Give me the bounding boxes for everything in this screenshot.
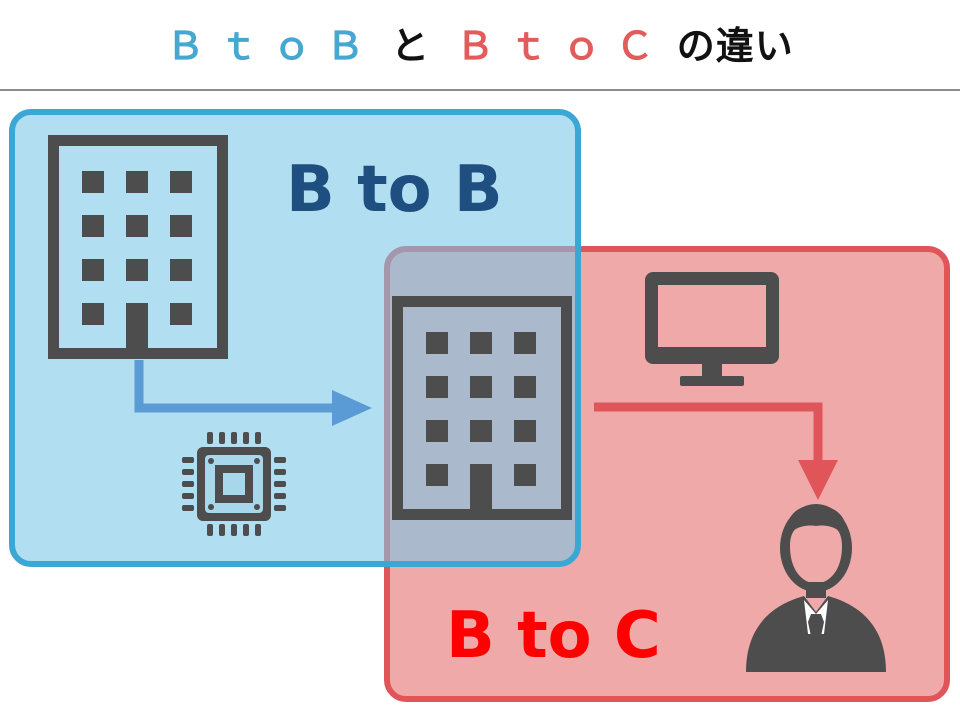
chip-icon bbox=[182, 432, 286, 536]
person-icon bbox=[746, 504, 886, 672]
title-suffix: の違い bbox=[676, 24, 794, 68]
title-connector: と bbox=[390, 24, 430, 68]
btob-label: B to B bbox=[286, 153, 503, 227]
btoc-flow-arrow bbox=[594, 402, 838, 500]
title-btoc: Ｂ ｔ ｏ Ｃ bbox=[456, 24, 655, 68]
building-icon bbox=[392, 296, 572, 520]
page-title: Ｂ ｔ ｏ Ｂ と Ｂ ｔ ｏ Ｃ の違い bbox=[0, 22, 960, 70]
building-icon bbox=[48, 135, 228, 359]
title-divider bbox=[0, 89, 960, 91]
title-btob: Ｂ ｔ ｏ Ｂ bbox=[166, 24, 365, 68]
btoc-label: B to C bbox=[446, 599, 661, 673]
monitor-icon bbox=[645, 272, 779, 386]
btob-flow-arrow bbox=[134, 360, 372, 426]
